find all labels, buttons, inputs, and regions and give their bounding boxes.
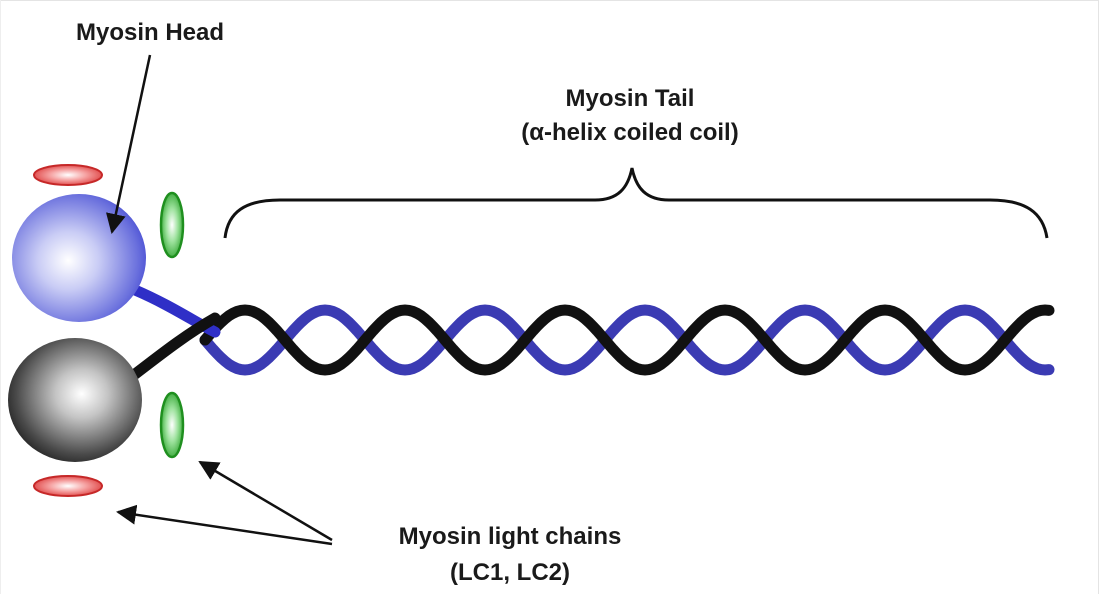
light-chain-green-bottom: [161, 393, 183, 457]
label-light-chains: Myosin light chains: [340, 522, 680, 552]
label-light-chains-sub: (LC1, LC2): [340, 558, 680, 588]
myosin-head-blue: [12, 194, 146, 322]
myosin-head-black: [8, 338, 142, 462]
light-chain-green-top: [161, 193, 183, 257]
label-myosin-head: Myosin Head: [40, 18, 260, 48]
black-neck: [130, 318, 215, 378]
label-myosin-tail-sub: (α-helix coiled coil): [440, 118, 820, 148]
head-arrow: [112, 55, 150, 232]
label-myosin-tail: Myosin Tail: [480, 84, 780, 114]
light-chain-arrow-red: [118, 512, 332, 544]
light-chain-red-top: [34, 165, 102, 185]
light-chain-red-bottom: [34, 476, 102, 496]
tail-brace: [225, 168, 1047, 238]
